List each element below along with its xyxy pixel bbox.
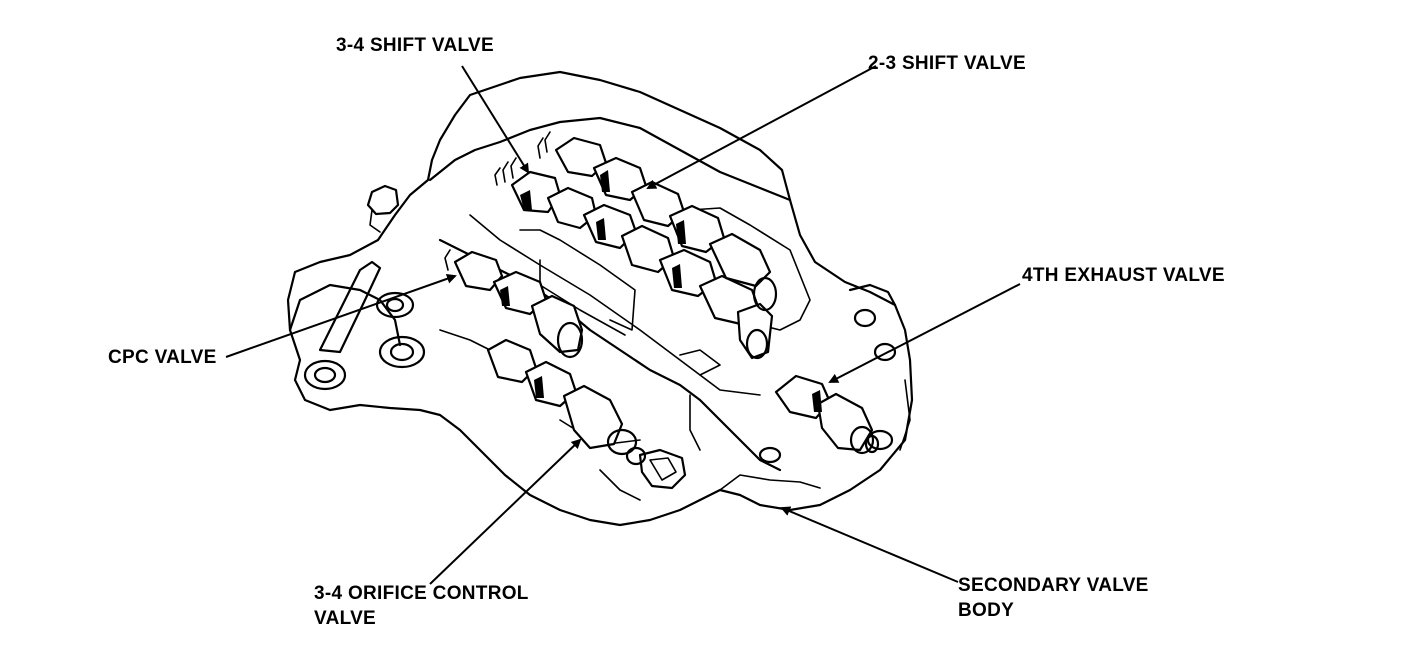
shift-valve-23 <box>537 131 778 312</box>
cpc-valve <box>444 249 584 359</box>
label-shift-valve-23: 2-3 SHIFT VALVE <box>868 53 1026 74</box>
exhaust-valve-4th <box>774 374 880 455</box>
leader-lines <box>225 65 1021 585</box>
leader-shift-valve-34 <box>461 65 530 174</box>
label-cpc-valve: CPC VALVE <box>108 347 217 368</box>
leader-secondary-valve-body <box>780 506 959 583</box>
leader-cpc-valve <box>225 273 457 358</box>
label-orifice-control-valve-line1: 3-4 ORIFICE CONTROL <box>314 583 529 604</box>
label-secondary-valve-body-line2: BODY <box>958 600 1015 621</box>
label-orifice-control-valve-line2: VALVE <box>314 608 377 629</box>
label-secondary-valve-body-line1: SECONDARY VALVE <box>958 575 1149 596</box>
label-exhaust-valve-4th: 4TH EXHAUST VALVE <box>1022 265 1225 286</box>
label-shift-valve-34: 3-4 SHIFT VALVE <box>336 35 494 56</box>
leader-shift-valve-23 <box>646 65 877 189</box>
leader-orifice-control-valve <box>429 438 582 585</box>
leader-exhaust-valve-4th <box>828 283 1021 383</box>
secondary-valve-body-casting <box>286 70 914 527</box>
orifice-control-valve-34 <box>486 338 647 466</box>
shift-valve-34 <box>494 157 774 360</box>
